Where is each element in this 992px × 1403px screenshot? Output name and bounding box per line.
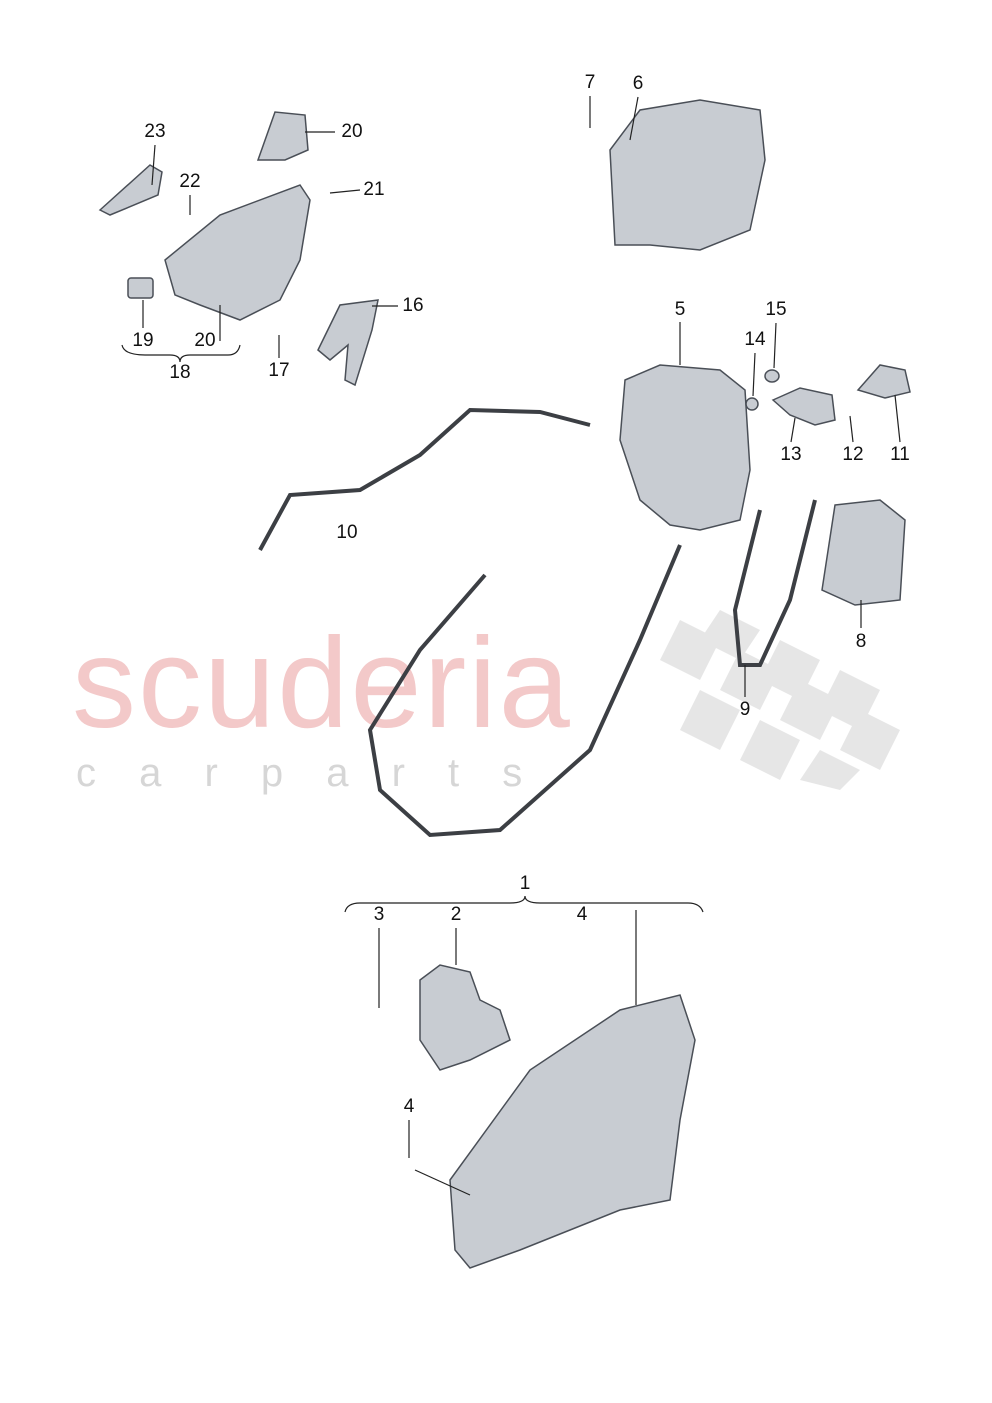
part-20-switch [256, 111, 309, 161]
part-18-handle-carrier [164, 184, 311, 321]
watermark-brand: scuderia [72, 612, 572, 755]
part-4-door-module [449, 994, 696, 1269]
callout-4: 4 [576, 904, 588, 925]
callout-10: 10 [336, 522, 358, 543]
part-16-bracket [317, 299, 379, 387]
callout-14: 14 [744, 329, 766, 350]
callout-5: 5 [674, 299, 686, 320]
callout-3: 3 [373, 904, 385, 925]
callout-15: 15 [765, 299, 787, 320]
watermark-tagline: c a r p a r t s [76, 751, 539, 795]
part-6-cover [609, 99, 766, 251]
callout-12: 12 [842, 444, 864, 465]
part-2-motor [419, 964, 511, 1071]
part-19-switch [127, 277, 154, 299]
callout-19: 19 [132, 330, 154, 351]
part-14-nut [745, 397, 759, 411]
callout-11: 11 [890, 444, 910, 465]
part-cable-lower [367, 544, 682, 838]
callout-13: 13 [780, 444, 802, 465]
part-8-cover [821, 499, 906, 606]
callout-8: 8 [855, 631, 867, 652]
callout-22: 22 [179, 171, 201, 192]
part-5-lock [619, 364, 751, 531]
callout-9: 9 [739, 699, 751, 720]
part-10-cable [258, 407, 591, 551]
callout-18: 18 [169, 362, 191, 383]
part-15-nut [764, 369, 780, 383]
callout-20b: 20 [194, 330, 216, 351]
watermark-checker-flag [660, 610, 900, 790]
part-11-striker [856, 364, 911, 399]
callout-2: 2 [450, 904, 462, 925]
callout-6: 6 [632, 73, 644, 94]
callout-17: 17 [268, 360, 290, 381]
leader-lines [121, 96, 901, 1196]
callout-23: 23 [144, 121, 166, 142]
cables [258, 407, 817, 838]
callout-7: 7 [584, 72, 596, 93]
callout-21: 21 [363, 179, 385, 200]
callout-16: 16 [402, 295, 424, 316]
part-9-cable [732, 499, 817, 667]
callout-20: 20 [341, 121, 363, 142]
part-13-plate [771, 387, 836, 426]
callout-1: 1 [519, 873, 531, 894]
callout-4b: 4 [403, 1096, 415, 1117]
part-23-cover [98, 164, 163, 216]
